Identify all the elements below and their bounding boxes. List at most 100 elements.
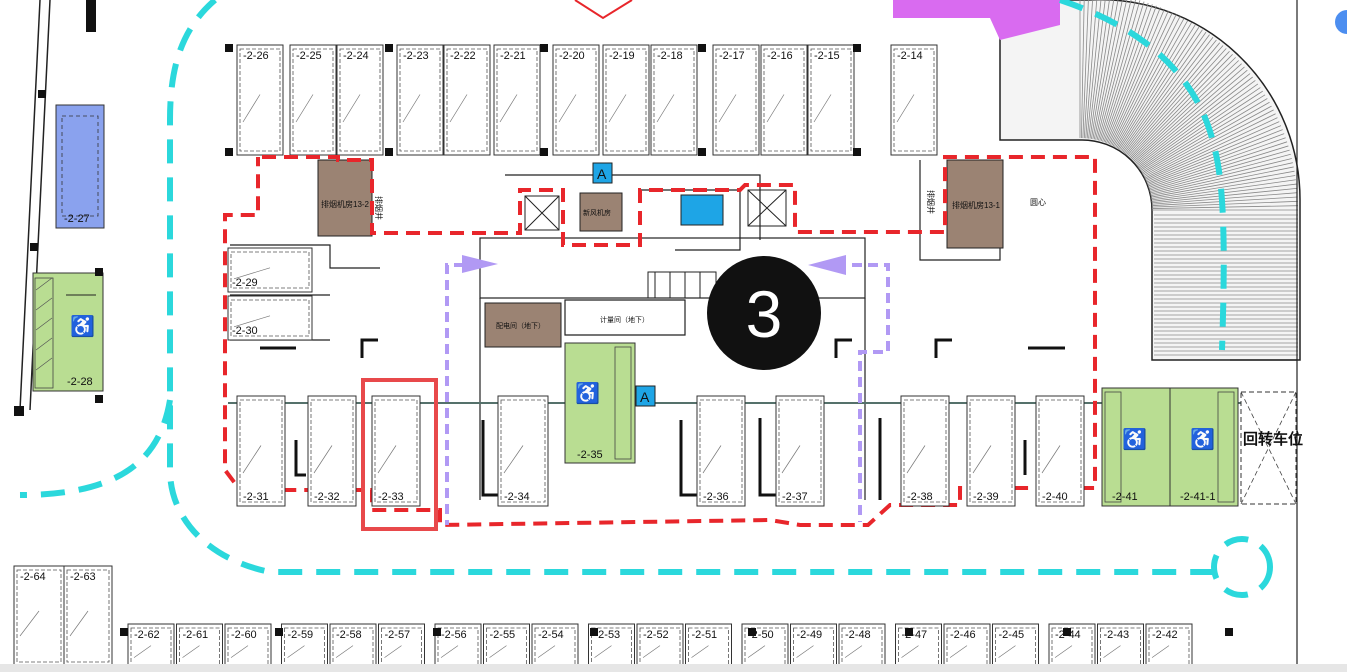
accessible-space: ♿-2-41-1 (1169, 387, 1239, 507)
fan-room: 排烟机房13-2 (317, 159, 373, 237)
direction-arrow (893, 0, 1060, 40)
space-label: -2-62 (134, 629, 160, 641)
space-label: -2-57 (385, 629, 411, 641)
space-label: -2-38 (907, 491, 933, 503)
parking-space: -2-22 (443, 44, 491, 156)
space-label: -2-48 (845, 629, 871, 641)
parking-space: -2-19 (602, 44, 650, 156)
space-label: -2-40 (1042, 491, 1068, 503)
space-label: -2-26 (243, 50, 269, 62)
parking-space: -2-63 (63, 565, 113, 667)
top-parking-row: -2-26 -2-25 -2-24 -2-23 -2-22 -2-21 -2-20 -2-19… (236, 44, 938, 156)
parking-space: -2-16 (760, 44, 808, 156)
wheelchair-icon: ♿ (1122, 427, 1147, 451)
parking-space: -2-30 (227, 295, 313, 341)
space-label: -2-32 (314, 491, 340, 503)
space-label: -2-41 (1112, 491, 1138, 503)
space-label: -2-36 (703, 491, 729, 503)
parking-space: -2-27 (55, 104, 105, 229)
space-label: -2-28 (67, 376, 93, 388)
space-label: -2-51 (692, 629, 718, 641)
middle-parking-row: -2-31 -2-32 -2-33 -2-34 ♿ -2-35 -2-36 -2-37 -2-3… (236, 342, 1239, 507)
driving-path (19, 0, 1273, 598)
space-label: -2-34 (504, 491, 530, 503)
wheelchair-icon: ♿ (575, 381, 600, 405)
space-label: -2-56 (441, 629, 467, 641)
space-label: -2-22 (450, 50, 476, 62)
parking-space: -2-14 (890, 44, 938, 156)
space-label: -2-14 (897, 50, 923, 62)
accessible-space: ♿ -2-41 (1101, 387, 1171, 507)
space-label: -2-42 (1152, 629, 1178, 641)
parking-space: -2-32 (307, 395, 357, 507)
zone-badge: 3 (707, 256, 821, 370)
side-parking-row: -2-29 -2-30 (227, 247, 313, 341)
space-label: -2-37 (782, 491, 808, 503)
blue-dot-icon (1335, 10, 1347, 34)
space-label: -2-59 (288, 629, 314, 641)
parking-space: -2-29 (227, 247, 313, 293)
access-sign: A (592, 162, 613, 184)
stair-core (680, 194, 724, 226)
svg-text:A: A (597, 166, 607, 182)
turnaround-space: 回转车位 (1240, 391, 1303, 505)
parking-space: -2-36 (696, 395, 746, 507)
fan-room: 排烟机房13-1 (946, 159, 1004, 249)
space-label: -2-63 (70, 571, 96, 583)
parking-space: -2-20 (552, 44, 600, 156)
space-label: -2-53 (595, 629, 621, 641)
svg-text:配电间（地下）: 配电间（地下） (496, 321, 545, 330)
space-label: -2-64 (20, 571, 46, 583)
space-label: -2-33 (378, 491, 404, 503)
parking-space: -2-64 (13, 565, 65, 667)
parking-space: -2-23 (396, 44, 444, 156)
parking-space: -2-33 (371, 395, 421, 507)
space-label: -2-18 (657, 50, 683, 62)
parking-space: -2-18 (650, 44, 698, 156)
parking-space: -2-26 (236, 44, 284, 156)
parking-space: -2-17 (712, 44, 760, 156)
space-label: -2-49 (797, 629, 823, 641)
space-label: -2-15 (814, 50, 840, 62)
space-label: -2-35 (577, 449, 603, 461)
parking-space: -2-15 (807, 44, 855, 156)
svg-text:排烟井: 排烟井 (374, 196, 384, 220)
svg-text:新风机房: 新风机房 (583, 208, 611, 217)
parking-space: -2-21 (493, 44, 541, 156)
power-room: 配电间（地下） (484, 302, 562, 348)
parking-space: -2-31 (236, 395, 286, 507)
space-label: -2-19 (609, 50, 635, 62)
parking-space: -2-34 (497, 395, 549, 507)
space-label: -2-52 (643, 629, 669, 641)
space-label: -2-46 (950, 629, 976, 641)
meter-room-label: 计量间（地下） (600, 315, 649, 324)
space-label: -2-25 (296, 50, 322, 62)
parking-space: -2-37 (775, 395, 825, 507)
parking-space: -2-39 (966, 395, 1016, 507)
space-label: -2-55 (490, 629, 516, 641)
accessible-space: ♿ -2-28 (32, 272, 104, 392)
space-label: -2-45 (999, 629, 1025, 641)
space-label: -2-43 (1104, 629, 1130, 641)
parking-space: -2-25 (289, 44, 337, 156)
space-label: -2-27 (64, 213, 90, 225)
space-label: -2-24 (343, 50, 369, 62)
air-room: 新风机房 (579, 192, 623, 232)
space-label: -2-29 (232, 277, 258, 289)
space-label: -2-61 (183, 629, 209, 641)
svg-text:A: A (640, 389, 650, 405)
pedestrian-route (445, 263, 890, 525)
space-label: -2-16 (767, 50, 793, 62)
space-label: -2-58 (336, 629, 362, 641)
wheelchair-icon: ♿ (1190, 427, 1215, 451)
space-label: -2-30 (232, 325, 258, 337)
parking-space: -2-24 (336, 44, 384, 156)
space-label: -2-20 (559, 50, 585, 62)
space-label: -2-54 (538, 629, 564, 641)
svg-text:排烟机房13-2: 排烟机房13-2 (321, 199, 370, 209)
wheelchair-icon: ♿ (70, 314, 95, 338)
svg-text:排烟机房13-1: 排烟机房13-1 (952, 200, 1001, 210)
parking-space: -2-40 (1035, 395, 1085, 507)
svg-text:3: 3 (746, 277, 783, 351)
